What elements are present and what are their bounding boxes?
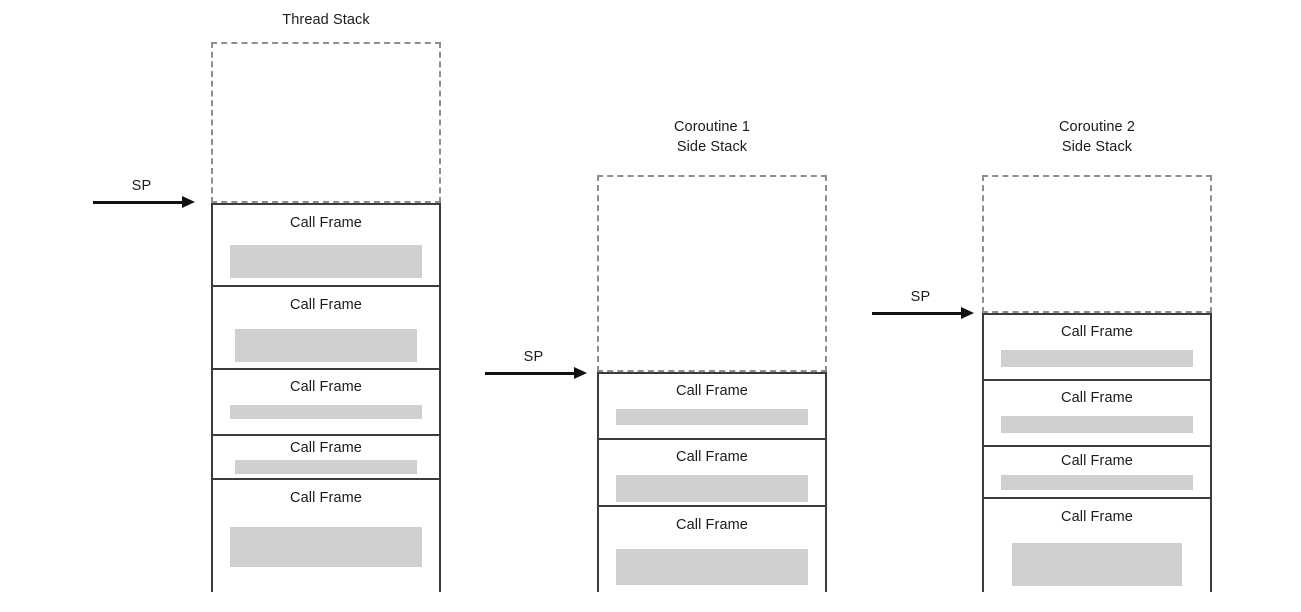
call-frame-label: Call Frame	[1061, 509, 1133, 525]
call-frame-bar	[235, 460, 417, 474]
call-frame-label: Call Frame	[290, 379, 362, 395]
call-frame-label: Call Frame	[676, 517, 748, 533]
call-frame[interactable]: Call Frame	[599, 372, 825, 438]
call-frame-label: Call Frame	[1061, 453, 1133, 469]
call-frame-bar	[1001, 416, 1193, 433]
sp-pointer-coroutine-1: SP	[485, 349, 595, 381]
sp-arrow-line	[485, 372, 582, 375]
sp-arrow-head-icon	[574, 367, 587, 379]
call-frame-label: Call Frame	[1061, 324, 1133, 340]
call-frame-bar	[230, 245, 422, 278]
stack-title-coroutine-2-side-stack: Coroutine 2 Side Stack	[1058, 119, 1136, 155]
stack-title-thread-stack: Thread Stack	[282, 12, 370, 28]
call-frame[interactable]: Call Frame	[213, 434, 439, 478]
call-frame-label: Call Frame	[290, 215, 362, 231]
sp-arrow-line	[872, 312, 969, 315]
call-frame[interactable]: Call Frame	[213, 478, 439, 592]
call-frame[interactable]: Call Frame	[213, 203, 439, 285]
call-frame[interactable]: Call Frame	[984, 313, 1210, 379]
call-frame-bar	[230, 405, 422, 419]
call-frame-bar	[616, 475, 808, 502]
call-frame-bar	[1001, 475, 1193, 490]
stack-title-coroutine-1-side-stack: Coroutine 1 Side Stack	[673, 119, 751, 155]
stack-frames-coroutine-2-side-stack: Call Frame Call Frame Call Frame Call Fr…	[982, 313, 1212, 592]
call-frame[interactable]: Call Frame	[213, 285, 439, 368]
sp-arrow-head-icon	[961, 307, 974, 319]
stack-column-coroutine-1-side-stack: Coroutine 1 Side Stack Call Frame Call F…	[597, 0, 827, 612]
sp-pointer-thread-stack: SP	[93, 178, 203, 210]
call-frame-bar	[1001, 350, 1193, 367]
call-frame[interactable]: Call Frame	[984, 497, 1210, 592]
stack-free-space-thread-stack	[211, 42, 441, 203]
stack-free-space-coroutine-2-side-stack	[982, 175, 1212, 313]
call-frame-label: Call Frame	[290, 490, 362, 506]
call-frame-bar	[616, 549, 808, 585]
call-frame[interactable]: Call Frame	[213, 368, 439, 434]
call-frame-label: Call Frame	[290, 297, 362, 313]
stack-frames-coroutine-1-side-stack: Call Frame Call Frame Call Frame	[597, 372, 827, 592]
call-frame-label: Call Frame	[676, 383, 748, 399]
sp-arrow-line	[93, 201, 190, 204]
call-frame-bar	[616, 409, 808, 425]
call-frame-label: Call Frame	[290, 440, 362, 456]
call-frame-bar	[1012, 543, 1182, 586]
call-frame[interactable]: Call Frame	[984, 379, 1210, 445]
call-frame[interactable]: Call Frame	[599, 505, 825, 592]
sp-arrow-head-icon	[182, 196, 195, 208]
sp-label: SP	[523, 349, 544, 365]
call-frame-label: Call Frame	[1061, 390, 1133, 406]
call-frame-bar	[235, 329, 417, 362]
call-frame-bar	[230, 527, 422, 567]
sp-label: SP	[910, 289, 931, 305]
call-frame[interactable]: Call Frame	[984, 445, 1210, 497]
call-frame-label: Call Frame	[676, 449, 748, 465]
stack-column-thread-stack: Thread Stack Call Frame Call Frame Call …	[211, 0, 441, 612]
call-frame[interactable]: Call Frame	[599, 438, 825, 505]
sp-pointer-coroutine-2: SP	[872, 289, 982, 321]
sp-label: SP	[131, 178, 152, 194]
stack-column-coroutine-2-side-stack: Coroutine 2 Side Stack Call Frame Call F…	[982, 0, 1212, 612]
stack-free-space-coroutine-1-side-stack	[597, 175, 827, 372]
stack-frames-thread-stack: Call Frame Call Frame Call Frame Call Fr…	[211, 203, 441, 592]
